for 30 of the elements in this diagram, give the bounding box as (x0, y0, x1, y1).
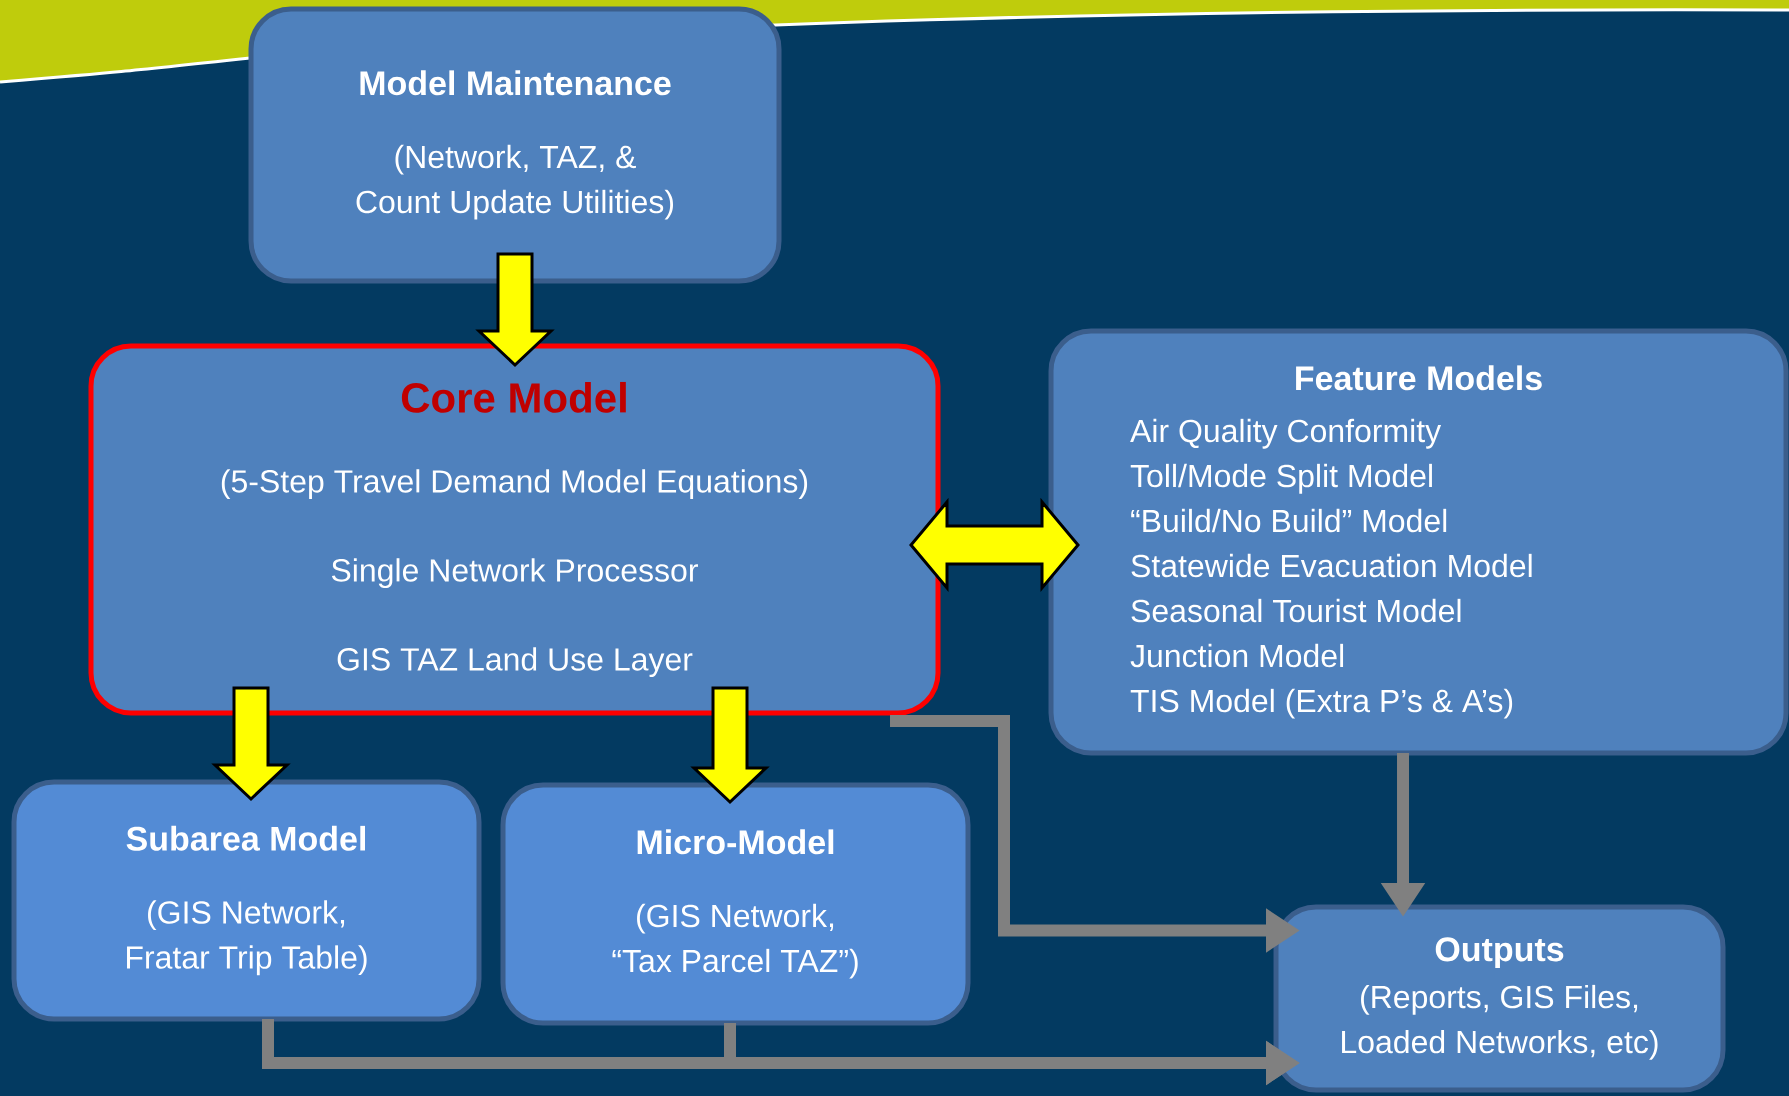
process-box (88, 343, 941, 716)
heading: Micro-Model (637, 829, 834, 855)
list-item: TIS Model (Extra P’s & A’s) (1130, 688, 1513, 719)
body-text: (GIS Network, Fratar Trip Table) (127, 900, 367, 976)
process-box (1273, 904, 1726, 1093)
process-box (11, 779, 482, 1022)
process-box (248, 6, 782, 284)
body-text: GIS TAZ Land Use Layer (337, 647, 693, 678)
list-item: “Build/No Build” Model (1131, 508, 1447, 533)
block-arrow (690, 686, 770, 805)
block-arrow (909, 497, 1080, 593)
heading: Core Model (401, 381, 626, 413)
body-text: (Network, TAZ, & Count Update Utilities) (356, 144, 673, 220)
body-text: Single Network Processor (331, 558, 698, 589)
heading: Feature Models (1296, 365, 1542, 391)
body-text: (5-Step Travel Demand Model Equations) (221, 469, 808, 500)
body-text: (GIS Network, “Tax Parcel TAZ”) (612, 903, 858, 979)
heading: Outputs (1435, 937, 1564, 969)
list-item: Air Quality Conformity (1130, 418, 1442, 449)
list-item: Junction Model (1130, 643, 1344, 668)
body-text: (Reports, GIS Files, Loaded Networks, etc) (1342, 984, 1658, 1060)
process-box (500, 782, 971, 1026)
list-item: Seasonal Tourist Model (1131, 598, 1461, 623)
block-arrow (211, 686, 291, 802)
heading: Subarea Model (126, 825, 365, 851)
list-item: Toll/Mode Split Model (1130, 463, 1432, 494)
block-arrow (475, 252, 555, 368)
list-item: Statewide Evacuation Model (1131, 553, 1532, 578)
heading: Model Maintenance (360, 70, 671, 96)
process-box (1048, 328, 1789, 756)
